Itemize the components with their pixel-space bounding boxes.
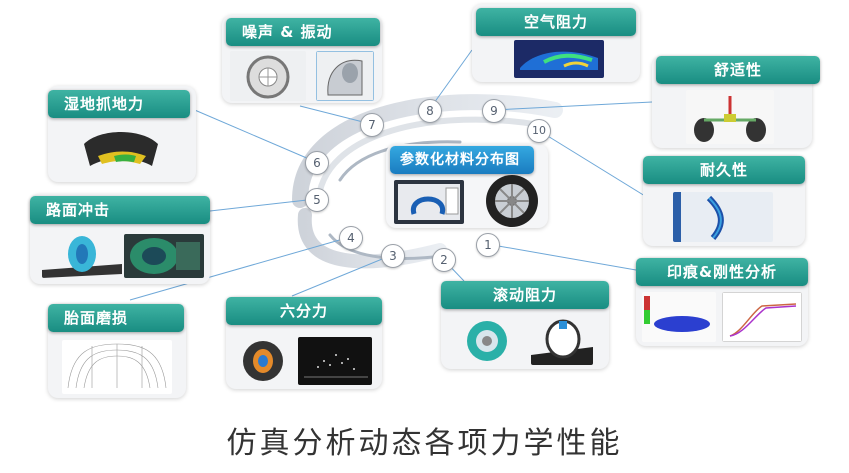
- card-wetgrip[interactable]: 湿地抓地力: [48, 86, 196, 182]
- card-sixforce-label: 六分力: [226, 297, 382, 325]
- card-impact-label: 路面冲击: [30, 196, 210, 224]
- center-material-screen-image: [394, 180, 464, 224]
- sixforce-chart-image: [298, 337, 372, 385]
- card-footprint[interactable]: 印痕&刚性分析: [636, 258, 808, 346]
- card-durability-label: 耐久性: [643, 156, 805, 184]
- node-5[interactable]: 5: [305, 188, 329, 212]
- wear-mesh-image: [62, 340, 172, 394]
- rolling-tire-image-1: [463, 317, 511, 365]
- node-3[interactable]: 3: [381, 244, 405, 268]
- card-wetgrip-label: 湿地抓地力: [48, 90, 190, 118]
- node-10[interactable]: 10: [527, 119, 551, 143]
- card-impact[interactable]: 路面冲击: [30, 194, 210, 284]
- comfort-suspension-image: [686, 90, 774, 144]
- card-comfort-label: 舒适性: [656, 56, 820, 84]
- card-wear[interactable]: 胎面磨损: [48, 304, 186, 398]
- card-noise-label: 噪声 & 振动: [226, 18, 380, 46]
- connector-lines: [129, 49, 653, 301]
- center-wheel-image: [480, 174, 544, 228]
- card-wear-label: 胎面磨损: [48, 304, 184, 332]
- noise-tire-image-2: [316, 51, 374, 101]
- durability-fem-image: [673, 192, 773, 242]
- node-9[interactable]: 9: [482, 99, 506, 123]
- card-footprint-label: 印痕&刚性分析: [636, 258, 808, 286]
- node-8[interactable]: 8: [418, 99, 442, 123]
- node-4[interactable]: 4: [339, 226, 363, 250]
- impact-tire-image: [42, 234, 122, 278]
- node-7[interactable]: 7: [360, 113, 384, 137]
- card-rolling-label: 滚动阻力: [441, 281, 609, 309]
- card-noise[interactable]: 噪声 & 振动: [222, 15, 382, 103]
- card-center[interactable]: 参数化材料分布图: [386, 144, 548, 228]
- card-aero[interactable]: 空气阻力: [472, 4, 640, 82]
- node-2[interactable]: 2: [432, 248, 456, 272]
- node-6[interactable]: 6: [305, 151, 329, 175]
- sixforce-tire-image: [236, 337, 290, 385]
- node-1[interactable]: 1: [476, 233, 500, 257]
- rolling-tire-image-2: [531, 317, 593, 365]
- footprint-stiffness-chart-image: [722, 292, 802, 342]
- center-label: 参数化材料分布图: [390, 146, 534, 174]
- wetgrip-contact-image: [80, 126, 162, 174]
- footprint-contact-image: [642, 292, 716, 342]
- card-comfort[interactable]: 舒适性: [652, 56, 820, 148]
- aero-cfd-image: [514, 40, 604, 78]
- card-rolling[interactable]: 滚动阻力: [441, 281, 609, 369]
- card-durability[interactable]: 耐久性: [643, 156, 805, 246]
- card-sixforce[interactable]: 六分力: [226, 297, 382, 389]
- card-aero-label: 空气阻力: [476, 8, 636, 36]
- noise-tire-image-1: [230, 51, 306, 101]
- caption: 仿真分析动态各项力学性能: [226, 426, 623, 461]
- impact-model-image: [124, 234, 204, 278]
